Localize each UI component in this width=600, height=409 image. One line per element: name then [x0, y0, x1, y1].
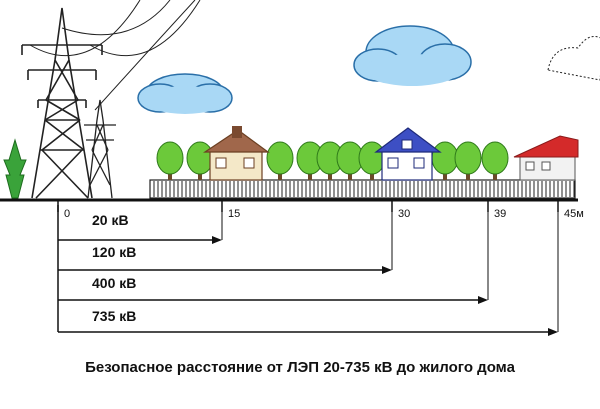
distance-axis: 0 15 30 39 45м	[57, 200, 584, 220]
axis-tick-label: 45м	[564, 208, 584, 220]
arrow-head-icon	[548, 328, 558, 336]
axis-tick-label: 39	[494, 208, 506, 220]
transmission-tower-icon	[21, 7, 103, 199]
tree-icon	[266, 141, 294, 180]
cloud-right	[353, 25, 472, 86]
voltage-label: 400 кВ	[92, 275, 136, 291]
cloud-left	[137, 73, 233, 114]
conifer-tree-icon	[3, 138, 27, 199]
axis-tick-label: 30	[398, 208, 410, 220]
arrow-head-icon	[478, 296, 488, 304]
tree-icon	[156, 141, 184, 180]
fence	[149, 179, 576, 199]
distance-arrows: 20 кВ 120 кВ 400 кВ 735 кВ	[57, 205, 559, 336]
trees	[156, 141, 509, 180]
voltage-label: 120 кВ	[92, 244, 136, 260]
house-brown-icon	[203, 126, 270, 181]
voltage-label: 20 кВ	[92, 212, 129, 228]
arrow-head-icon	[382, 266, 392, 274]
house-red-icon	[513, 135, 579, 181]
tree-icon	[481, 141, 509, 180]
voltage-label: 735 кВ	[92, 308, 136, 324]
small-tower-icon	[84, 99, 116, 199]
arrow-head-icon	[212, 236, 222, 244]
cloud-edge	[547, 35, 600, 81]
axis-tick-label: 15	[228, 208, 240, 220]
power-lines	[29, 0, 201, 111]
tree-icon	[431, 141, 459, 180]
diagram-caption: Безопасное расстояние от ЛЭП 20-735 кВ д…	[85, 359, 515, 376]
axis-tick-label: 0	[64, 208, 70, 220]
tree-icon	[186, 141, 214, 180]
tree-icon	[454, 141, 482, 180]
house-blue-icon	[374, 127, 442, 181]
